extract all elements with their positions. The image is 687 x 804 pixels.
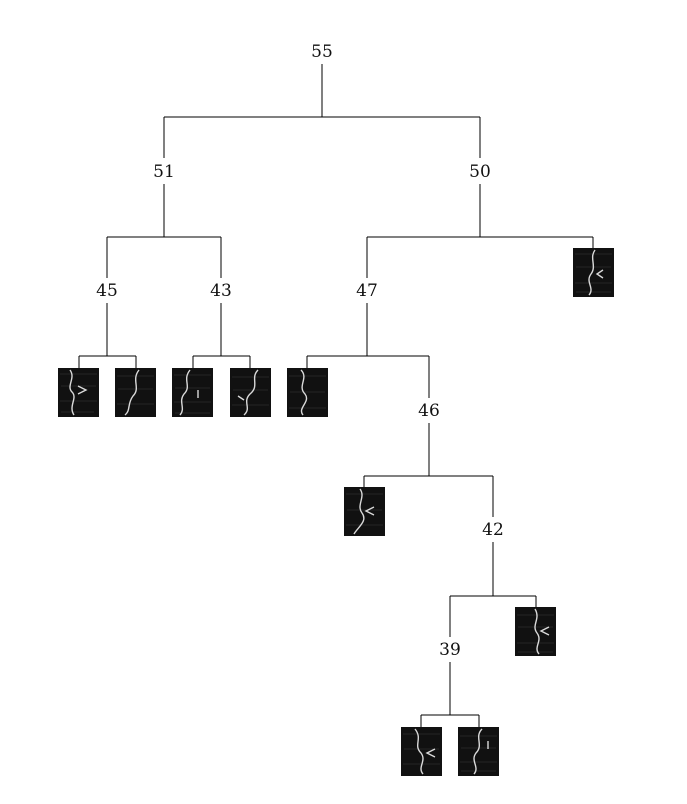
node-label-39: 39 xyxy=(439,640,461,660)
node-label-background xyxy=(207,279,235,303)
leaf-thumbnail xyxy=(58,368,99,417)
leaf-thumbnail xyxy=(230,368,271,417)
leaf-thumbnail xyxy=(401,727,442,776)
edge-39 xyxy=(420,661,480,727)
edge-42 xyxy=(449,541,537,637)
leaf-thumbnail xyxy=(172,368,213,417)
node-label-background xyxy=(415,399,443,423)
edge-50 xyxy=(366,182,594,278)
node-label-47: 47 xyxy=(356,281,378,301)
tree-edges xyxy=(78,62,594,727)
node-label-background xyxy=(308,40,336,64)
node-label-51: 51 xyxy=(153,162,175,182)
leaf-thumbnail xyxy=(515,607,556,656)
leaf-thumbnail xyxy=(115,368,156,417)
edge-55 xyxy=(163,62,481,158)
edge-45 xyxy=(78,302,137,368)
edge-47 xyxy=(306,302,430,398)
edge-43 xyxy=(192,302,251,368)
node-label-background xyxy=(466,160,494,184)
leaf-thumbnail xyxy=(573,248,614,297)
leaf-thumbnail xyxy=(287,368,328,417)
leaf-thumbnail xyxy=(344,487,385,536)
leaf-thumbnails xyxy=(58,248,614,776)
node-label-46: 46 xyxy=(418,401,440,421)
node-label-background xyxy=(353,279,381,303)
node-labels: 55 51 50 45 43 47 46 42 39 xyxy=(93,40,507,662)
node-label-background xyxy=(150,160,178,184)
node-label-42: 42 xyxy=(482,520,504,540)
edge-51 xyxy=(106,182,222,278)
node-label-background xyxy=(93,279,121,303)
node-label-45: 45 xyxy=(96,281,118,301)
node-label-background xyxy=(479,518,507,542)
node-label-55: 55 xyxy=(311,42,333,62)
node-label-background xyxy=(436,638,464,662)
node-label-43: 43 xyxy=(210,281,232,301)
edge-46 xyxy=(363,422,494,517)
leaf-thumbnail xyxy=(458,727,499,776)
node-label-50: 50 xyxy=(469,162,491,182)
